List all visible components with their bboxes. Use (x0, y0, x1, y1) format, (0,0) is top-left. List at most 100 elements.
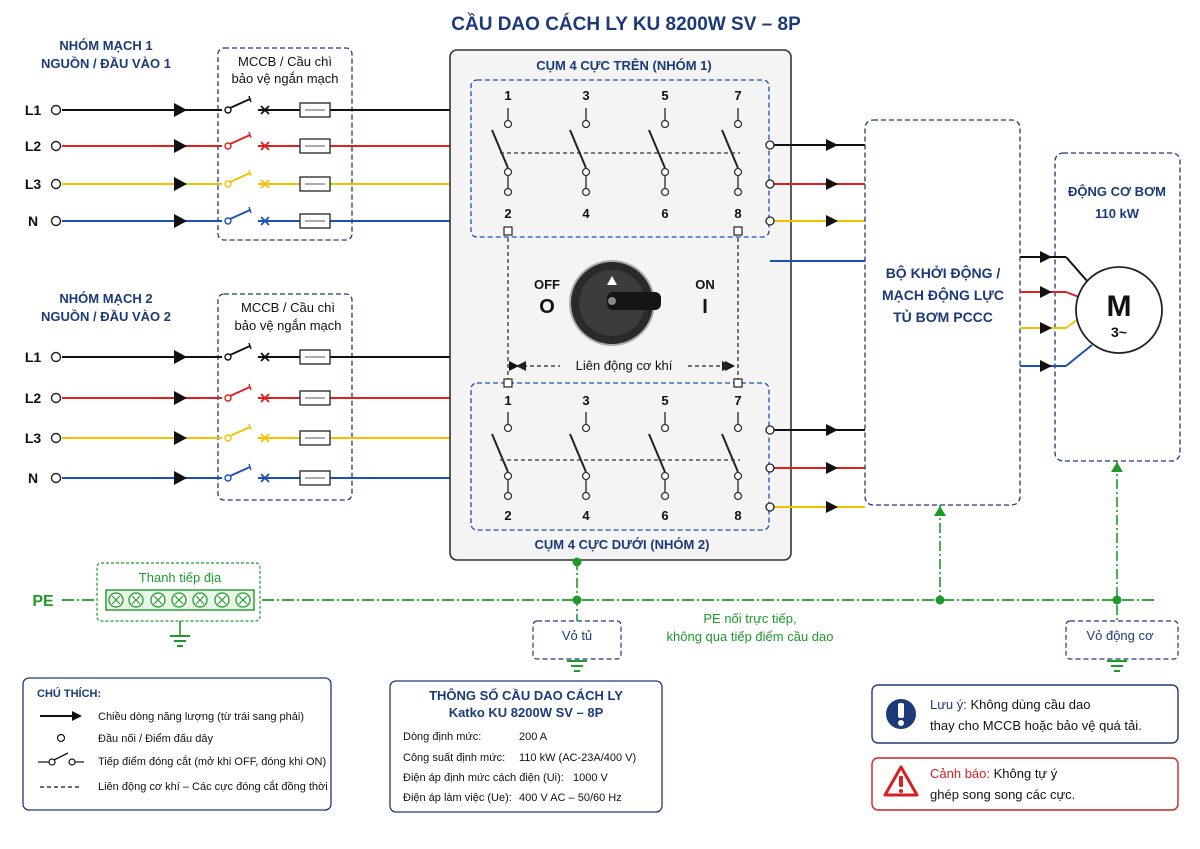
g1-l1-switch-blade (229, 98, 251, 109)
upper-terminal-numbers: 1 3 5 7 2 4 6 8 (504, 88, 741, 221)
warning-box (871, 757, 1179, 811)
warning-line1-rest: Không tự ý (990, 766, 1058, 781)
upper-terminal-8: 8 (734, 206, 741, 221)
g1-l1-switch-pivot (224, 106, 232, 114)
pe-note-line1: PE nối trực tiếp, (703, 611, 796, 626)
legend-item-contact: Tiếp điểm đóng cắt (mở khi OFF, đóng khi… (98, 755, 326, 768)
lower-terminal-4: 4 (582, 508, 590, 523)
g1-l2-input-terminal (50, 140, 62, 152)
lower-terminal-7: 7 (734, 393, 741, 408)
group1-title: NHÓM MẠCH 1 (59, 38, 152, 53)
g2-l3-switch-pivot (224, 434, 232, 442)
rotary-handle[interactable] (569, 260, 661, 346)
note-lead: Lưu ý: (930, 697, 967, 712)
lower-pole-4-bottom-terminal (733, 491, 743, 501)
upper-terminal-6: 6 (661, 206, 668, 221)
g2-l3-cross-icon (260, 433, 270, 443)
mccb-box-group1 (217, 47, 353, 241)
upper-out-l3-terminal (765, 216, 775, 226)
lower-pole-4-blade (721, 433, 739, 473)
info-icon-bar (898, 703, 904, 718)
g1-l3-switch-blade (229, 172, 251, 183)
isolator-pole-contacts (491, 108, 743, 501)
enclosure-label: Vỏ tủ (562, 628, 592, 643)
handle-off-symbol: O (539, 296, 555, 318)
lower-pole-1-bottom-terminal (503, 491, 513, 501)
lower-out-l3-terminal (765, 502, 775, 512)
g2-l2-flow-arrow-icon (174, 391, 187, 405)
lower-cluster-box (470, 382, 770, 531)
mechanical-interlock (503, 226, 743, 388)
g2-l1-switch-tip (248, 342, 252, 350)
legend-item-energy-flow: Chiều dòng năng lượng (từ trái sang phải… (98, 711, 304, 723)
g2-l2-switch-blade (229, 386, 251, 397)
g2-l3-flow-arrow-icon (174, 431, 187, 445)
g1-n-cross-icon (260, 216, 270, 226)
g2-l3-input-terminal (50, 432, 62, 444)
isolator-output-wiring (765, 139, 865, 513)
lower-terminal-2: 2 (504, 508, 511, 523)
g2-n-switch-gap (222, 473, 258, 483)
g1-l1-switch-gap (222, 105, 258, 115)
busbar-screw-7-slot (238, 595, 248, 605)
g2-n-switch-blade (229, 466, 251, 477)
ground-busbar-label: Thanh tiếp địa (139, 570, 222, 585)
upper-terminal-3: 3 (582, 88, 589, 103)
ground-symbols (170, 635, 1127, 672)
g1-l3-input-terminal (50, 178, 62, 190)
upper-out-l2-terminal (765, 179, 775, 189)
legend-item-interlock: Liên động cơ khí – Các cực đóng cắt đồng… (98, 780, 328, 793)
warning-icon-bar (899, 776, 903, 787)
lower-terminal-6: 6 (661, 508, 668, 523)
starter-label-line1: BỘ KHỞI ĐỘNG / (886, 264, 1001, 281)
busbar-screw-6-slot (217, 595, 227, 605)
g1-n-flow-arrow-icon (174, 214, 187, 228)
g1-l1-cross-icon (260, 105, 270, 115)
g2-l1-cross-icon (260, 352, 270, 362)
starter-label-line3: TỦ BƠM PCCC (893, 308, 993, 325)
lower-cluster-title: CỤM 4 CỰC DƯỚI (NHÓM 2) (535, 537, 710, 552)
handle-lever (607, 292, 661, 310)
g1-l2-switch-tip (248, 131, 252, 139)
busbar-screw-5-slot (195, 595, 205, 605)
busbar-screw-4-slot (174, 595, 184, 605)
lower-terminal-numbers: 1 3 5 7 2 4 6 8 (504, 393, 741, 523)
lower-pole-4-upper-contact (733, 423, 743, 433)
lower-terminal-3: 3 (582, 393, 589, 408)
g2-l2-switch-pivot (224, 394, 232, 402)
warning-text-line1: Cảnh báo: Không tự ý (930, 766, 1058, 781)
lower-pole-2-lower-contact (581, 471, 591, 481)
handle-off-label: OFF (534, 277, 560, 292)
g2-n-flow-arrow-icon (174, 471, 187, 485)
spec-label-power: Công suất định mức: (403, 752, 505, 764)
motor-feed-wiring (1020, 251, 1093, 372)
g1-l3-flow-arrow-icon (174, 177, 187, 191)
upper-pole-3-upper-contact (660, 119, 670, 129)
upper-terminal-1: 1 (504, 88, 511, 103)
mccb1-label-line1: MCCB / Cầu chì (238, 54, 332, 69)
lower-out-l3-flow-arrow-icon (826, 501, 838, 513)
spec-label-voltage: Điện áp làm việc (Ue): (403, 792, 512, 804)
lower-pole-3-upper-contact (660, 423, 670, 433)
g1-phase-label-n: N (28, 213, 38, 229)
lower-out-l2-terminal (765, 463, 775, 473)
g2-phase-label-l3: L3 (25, 430, 42, 446)
enclosure-box (532, 620, 622, 660)
motor-power: 110 kW (1095, 206, 1140, 221)
upper-pole-3-bottom-terminal (660, 187, 670, 197)
g1-n-switch-blade (229, 209, 251, 220)
legend-box (22, 677, 332, 811)
warning-lead: Cảnh báo: (930, 766, 990, 781)
lower-out-l2-flow-arrow-icon (826, 462, 838, 474)
lower-pole-1-lower-contact (503, 471, 513, 481)
g1-l3-switch-tip (248, 169, 252, 177)
upper-out-l2-flow-arrow-icon (826, 178, 838, 190)
diagram-title: CẦU DAO CÁCH LY KU 8200W SV – 8P (451, 13, 801, 35)
g1-phase-label-l3: L3 (25, 176, 42, 192)
g1-l3-switch-gap (222, 179, 258, 189)
upper-terminal-7: 7 (734, 88, 741, 103)
specs-model: Katko KU 8200W SV – 8P (449, 705, 604, 720)
g1-l2-flow-arrow-icon (174, 139, 187, 153)
g1-l1-input-terminal (50, 104, 62, 116)
g1-n-switch-pivot (224, 217, 232, 225)
